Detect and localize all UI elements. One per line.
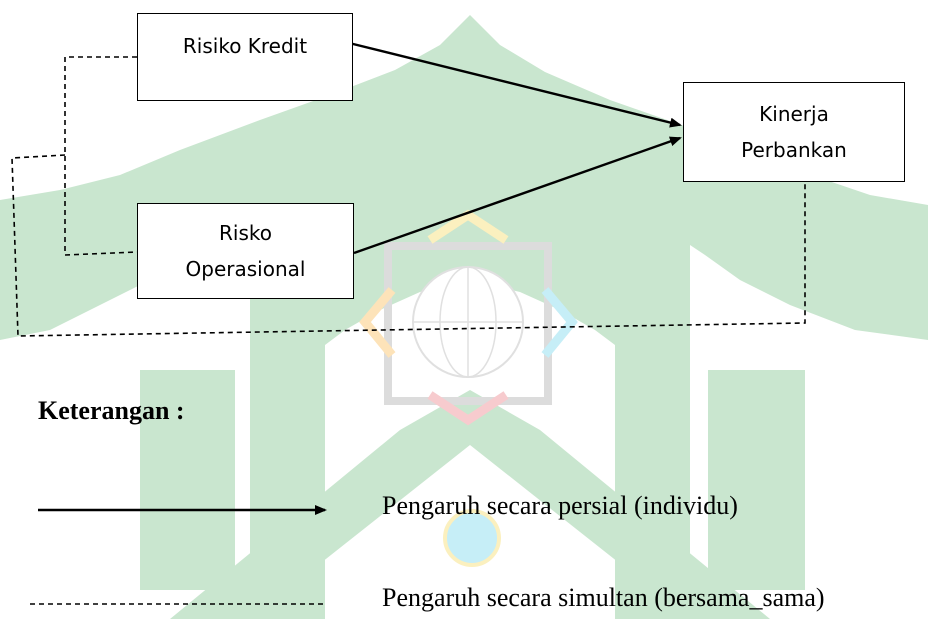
node-kinerja-perbankan: Kinerja Perbankan xyxy=(683,82,905,182)
watermark-chevron-top xyxy=(427,209,509,244)
watermark-chevron-bottom xyxy=(427,391,509,426)
legend-title: Keterangan : xyxy=(38,396,185,425)
partial-arrows xyxy=(344,40,682,255)
watermark-emblem-frame xyxy=(384,242,552,405)
watermark-chevron xyxy=(170,390,770,619)
node-kinerja-perbankan-label: Kinerja Perbankan xyxy=(741,102,847,162)
watermark-small-circle xyxy=(443,509,501,567)
legend-partial-label: Pengaruh secara persial (individu) xyxy=(382,491,738,520)
simultaneous-connectors xyxy=(11,56,806,337)
dashed-link-credit-ops xyxy=(64,56,138,256)
dashed-link-combined-perf xyxy=(11,154,806,337)
arrow-credit-to-performance xyxy=(344,40,682,128)
legend-samples xyxy=(30,505,327,605)
watermark-chevron-left xyxy=(359,287,396,358)
legend-simultaneous-label: Pengaruh secara simultan (bersama_sama) xyxy=(382,583,825,612)
node-risiko-operasional-label: Risko Operasional xyxy=(185,221,306,281)
node-risiko-operasional: Risko Operasional xyxy=(137,203,354,299)
watermark-left-pillar xyxy=(140,370,235,590)
watermark-right-pillar xyxy=(708,370,805,590)
arrow-operational-to-performance xyxy=(353,136,682,255)
node-risiko-kredit: Risiko Kredit xyxy=(137,13,353,101)
watermark-chevron-right xyxy=(541,287,578,358)
node-risiko-kredit-label: Risiko Kredit xyxy=(182,34,308,58)
